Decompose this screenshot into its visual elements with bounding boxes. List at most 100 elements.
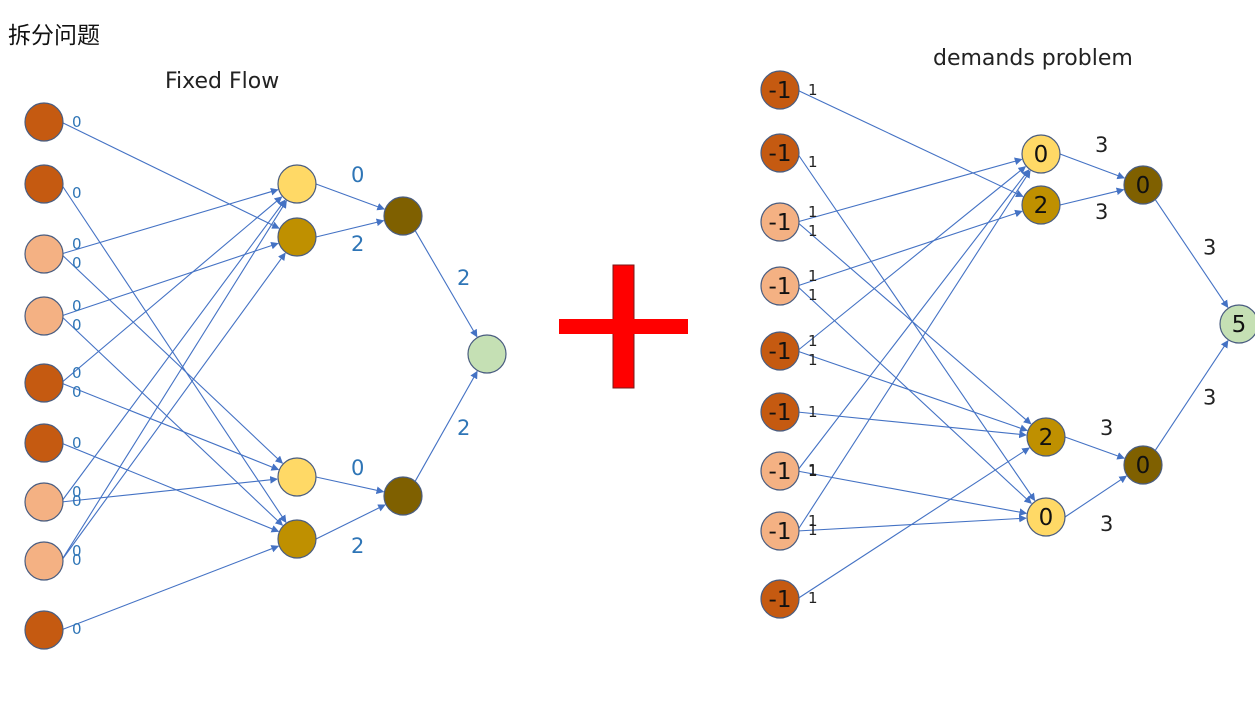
right-edge-s1-m2: [796, 89, 1024, 197]
right-mid-label: 3: [1100, 416, 1113, 440]
left-node-circle: [24, 363, 64, 403]
right-node-circle: [1123, 165, 1163, 205]
right-edge-m3-o2: [1064, 436, 1125, 460]
left-node-circle: [383, 196, 423, 236]
right-edge-label: 1: [808, 81, 818, 99]
left-node-circle: [24, 164, 64, 204]
left-edge-s4-m2: [60, 241, 279, 317]
left-mid-label: 0: [351, 163, 364, 187]
right-edges: [796, 89, 1229, 600]
left-edge-s4-m4: [60, 315, 284, 526]
left-node-s4: [24, 296, 64, 336]
left-edge-o1-t: [413, 229, 478, 338]
right-node-o1: 0: [1123, 165, 1163, 205]
left-edge-label: 0: [72, 434, 82, 452]
left-edge-label: 0: [72, 551, 82, 569]
left-node-circle: [24, 234, 64, 274]
right-edge-s5-m1: [796, 166, 1027, 352]
left-edge-label: 0: [72, 235, 82, 253]
right-node-circle: [1026, 417, 1066, 457]
right-edge-label: 1: [808, 203, 818, 221]
left-edge-label: 0: [72, 542, 82, 560]
right-edge-s7-m1: [796, 169, 1030, 472]
right-edge-label: 1: [808, 512, 818, 530]
right-panel-title: demands problem: [933, 46, 1133, 71]
right-node-m1: 0: [1021, 134, 1061, 174]
left-edge-label: 0: [72, 297, 82, 315]
right-node-value: 0: [1136, 173, 1151, 199]
right-node-s3: -1: [760, 202, 800, 242]
right-node-o2: 0: [1123, 445, 1163, 485]
left-node-circle: [24, 423, 64, 463]
right-node-s7: -1: [760, 451, 800, 491]
left-node-m2: [277, 217, 317, 257]
right-edge-s5-m3: [796, 350, 1028, 432]
left-node-s5: [24, 363, 64, 403]
left-node-circle: [277, 457, 317, 497]
left-edge-s2-m4: [60, 183, 287, 523]
left-node-s9: [24, 610, 64, 650]
right-edge-label: 1: [808, 222, 818, 240]
right-node-value: -1: [769, 210, 792, 236]
right-node-value: 5: [1232, 312, 1247, 338]
right-node-circle: [1026, 497, 1066, 537]
right-node-value: -1: [769, 519, 792, 545]
right-node-value: 2: [1039, 425, 1054, 451]
left-nodes: [24, 102, 507, 650]
right-edge-label: 1: [808, 351, 818, 369]
left-node-m1: [277, 164, 317, 204]
right-edge-s2-m4: [796, 152, 1036, 502]
right-node-value: -1: [769, 339, 792, 365]
right-edge-s9-m3: [796, 447, 1030, 600]
left-edge-s7-m1: [60, 199, 286, 503]
right-edge-o2-t: [1153, 340, 1229, 453]
right-node-s6: -1: [760, 392, 800, 432]
plus-horizontal-bar: [559, 319, 688, 334]
right-node-t: 5: [1219, 304, 1255, 344]
left-mid-label: 0: [351, 456, 364, 480]
page-title: 拆分问题: [8, 23, 100, 49]
right-node-circle: [760, 511, 800, 551]
left-node-circle: [24, 541, 64, 581]
left-edge-s7-m3: [61, 476, 278, 503]
left-edge-o2-t: [413, 370, 478, 483]
left-edge-label: 0: [72, 383, 82, 401]
right-edge-s3-m1: [796, 157, 1023, 223]
right-node-circle: [760, 133, 800, 173]
right-node-value: 0: [1034, 142, 1049, 168]
right-edge-label: 1: [808, 461, 818, 479]
right-edge-label: 1: [808, 462, 818, 480]
left-edge-m1-o1: [315, 183, 385, 211]
right-node-circle: [760, 451, 800, 491]
right-edge-m1-o1: [1059, 153, 1125, 180]
right-top-label: 3: [1203, 236, 1216, 260]
left-node-s8: [24, 541, 64, 581]
right-edge-o1-t: [1153, 197, 1229, 309]
left-edge-s5-m3: [60, 382, 280, 471]
right-node-circle: [1021, 185, 1061, 225]
right-node-value: 2: [1034, 193, 1049, 219]
left-node-circle: [467, 334, 507, 374]
right-node-circle: [1021, 134, 1061, 174]
left-edge-s5-m1: [60, 196, 283, 384]
left-edge-label: 0: [72, 483, 82, 501]
left-node-o1: [383, 196, 423, 236]
right-node-value: -1: [769, 400, 792, 426]
left-edges: [60, 121, 478, 631]
right-edge-s4-m4: [796, 285, 1032, 504]
left-edge-label: 0: [72, 620, 82, 638]
left-node-circle: [277, 519, 317, 559]
right-node-s2: -1: [760, 133, 800, 173]
right-node-m4: 0: [1026, 497, 1066, 537]
left-edge-label: 0: [72, 254, 82, 272]
left-edge-s9-m4: [60, 545, 280, 631]
left-node-m4: [277, 519, 317, 559]
right-node-s1: -1: [760, 70, 800, 110]
right-node-circle: [760, 331, 800, 371]
left-mid-label: 2: [351, 534, 364, 558]
right-node-circle: [760, 579, 800, 619]
left-edge-m2-o1: [315, 218, 385, 238]
right-node-value: -1: [769, 78, 792, 104]
